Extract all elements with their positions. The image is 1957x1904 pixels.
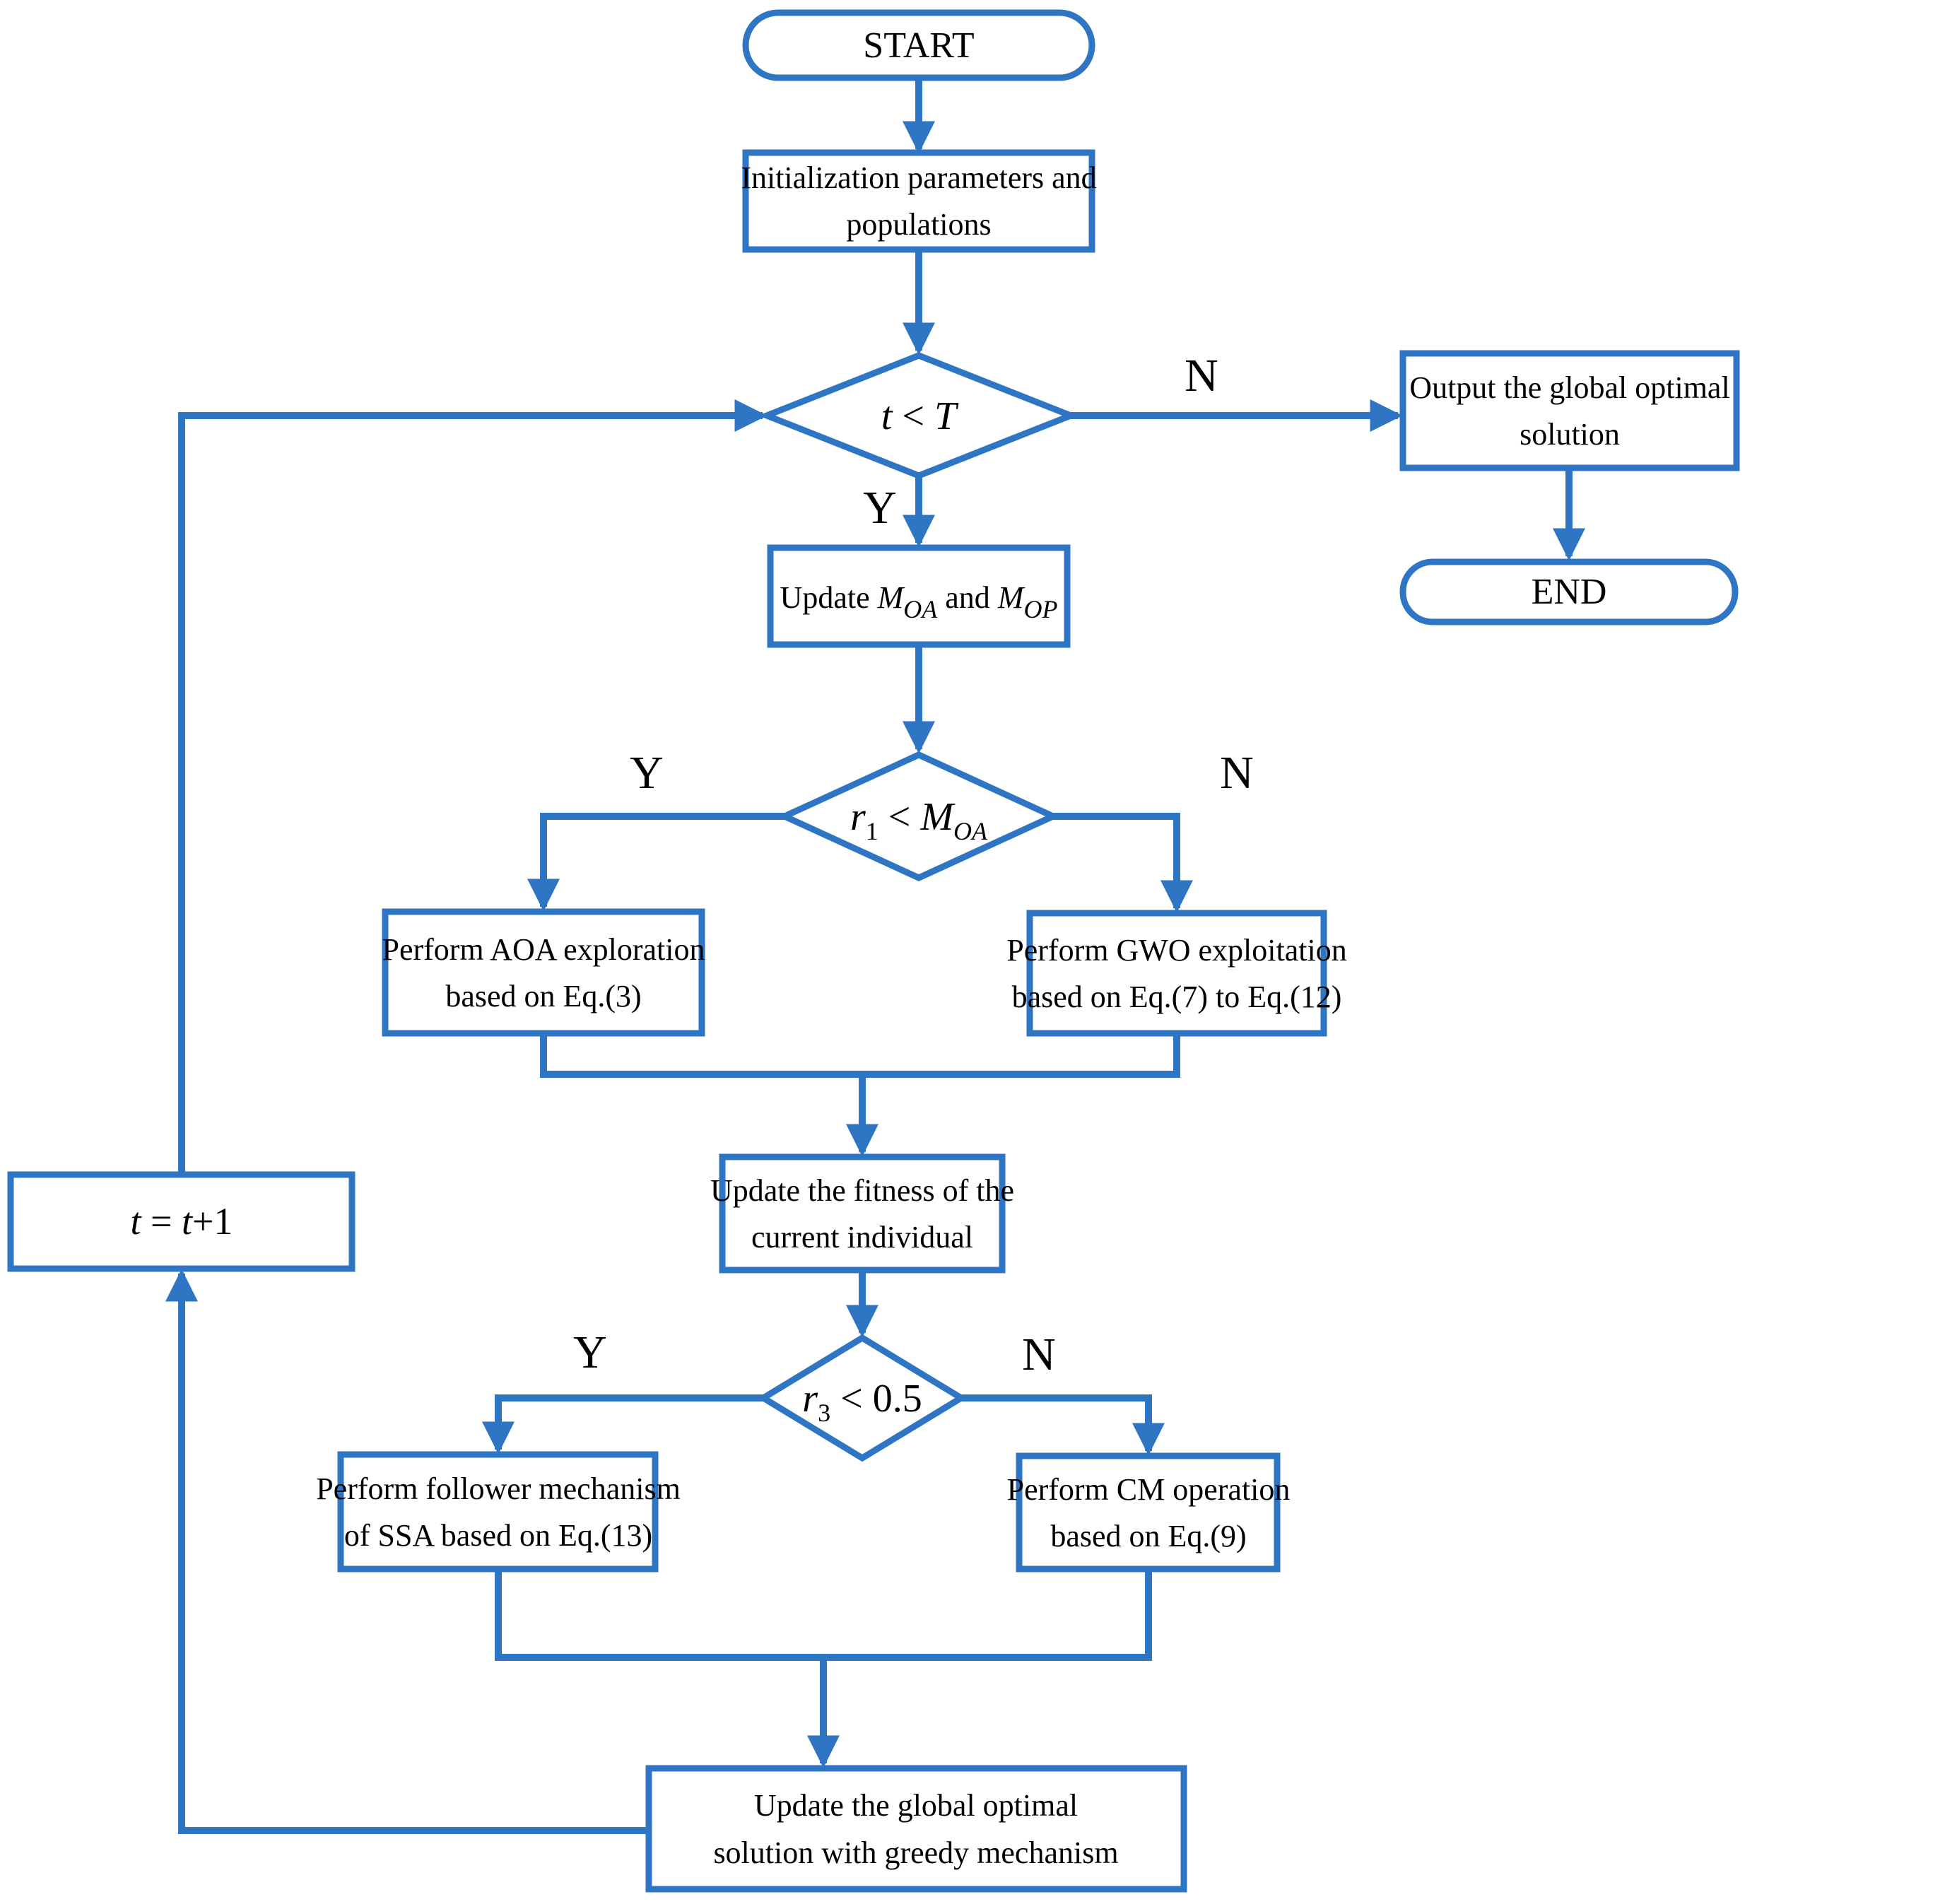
node-cond-r3: r3 < 0.5 [757, 1334, 968, 1462]
edge-cond-r1-yes-to-aoa [527, 813, 784, 912]
node-fitness: Update the fitness of the current indivi… [710, 1153, 1014, 1274]
branch-label-r1-yes: Y [630, 747, 664, 799]
t-inc-label: t = t+1 [131, 1200, 233, 1242]
greedy-process-shape [645, 1765, 1187, 1893]
edge-cond-r3-no-to-cm [961, 1394, 1165, 1456]
end-terminator-shape [1399, 558, 1739, 625]
branch-label-t-no: N [1185, 350, 1218, 401]
output-label-line1: Output the global optimal [1409, 370, 1729, 405]
node-greedy: Update the global optimal solution with … [645, 1765, 1187, 1893]
node-gwo: Perform GWO exploitation based on Eq.(7)… [1006, 910, 1347, 1037]
node-aoa: Perform AOA exploration based on Eq.(3) [382, 908, 705, 1037]
edge-t-inc-to-cond-t [178, 399, 768, 1175]
aoa-label-line2: based on Eq.(3) [445, 979, 641, 1013]
update-m-label: Update MOA and MOP [780, 580, 1058, 623]
gwo-process-shape [1026, 910, 1327, 1037]
cond-t-label: t < T [881, 394, 959, 438]
ssa-label-line2: of SSA based on Eq.(13) [344, 1518, 652, 1553]
aoa-process-shape [382, 908, 705, 1037]
start-label: START [863, 25, 974, 66]
branch-label-r3-no: N [1022, 1329, 1056, 1380]
cond-r3-decision-shape [757, 1334, 968, 1462]
fitness-label-line2: current individual [751, 1220, 973, 1254]
cond-t-decision-shape [758, 352, 1080, 479]
greedy-label-line2: solution with greedy mechanism [713, 1835, 1118, 1870]
edge-merge-ssa-cm [495, 1569, 1152, 1661]
gwo-label-line2: based on Eq.(7) to Eq.(12) [1012, 980, 1342, 1014]
node-update-m: Update MOA and MOP [767, 544, 1071, 648]
output-label-line2: solution [1520, 417, 1620, 452]
start-terminator-shape [742, 9, 1095, 81]
branch-label-r1-no: N [1220, 747, 1254, 799]
edge-greedy-to-t-inc [165, 1269, 649, 1834]
greedy-label-line1: Update the global optimal [754, 1788, 1078, 1823]
cond-r1-label: r1 < MOA [850, 795, 988, 845]
node-output: Output the global optimal solution [1399, 350, 1740, 471]
branch-label-t-yes: Y [863, 482, 897, 534]
init-process-shape [742, 149, 1095, 253]
edge-cond-r1-no-to-gwo [1053, 813, 1193, 913]
node-t-inc: t = t+1 [7, 1171, 355, 1272]
fitness-label-line1: Update the fitness of the [710, 1173, 1014, 1208]
cm-process-shape [1016, 1452, 1281, 1573]
branch-label-r3-yes: Y [573, 1327, 607, 1378]
node-ssa: Perform follower mechanism of SSA based … [316, 1451, 681, 1573]
node-cond-r1: r1 < MOA [777, 751, 1061, 881]
output-process-shape [1399, 350, 1740, 471]
cm-label-line2: based on Eq.(9) [1050, 1519, 1246, 1553]
gwo-label-line1: Perform GWO exploitation [1006, 933, 1346, 968]
t-inc-process-shape [7, 1171, 355, 1272]
edge-cond-r3-yes-to-ssa [482, 1394, 763, 1455]
node-start: START [742, 9, 1095, 81]
ssa-label-line1: Perform follower mechanism [316, 1471, 681, 1506]
cond-r3-label: r3 < 0.5 [802, 1377, 922, 1427]
init-label-line1: Initialization parameters and [741, 160, 1096, 195]
cm-label-line1: Perform CM operation [1007, 1472, 1291, 1507]
node-init: Initialization parameters and population… [741, 149, 1097, 253]
aoa-label-line1: Perform AOA exploration [382, 932, 705, 967]
node-cond-t: t < T [758, 352, 1080, 479]
update-m-process-shape [767, 544, 1071, 648]
ssa-process-shape [337, 1451, 659, 1573]
node-cm: Perform CM operation based on Eq.(9) [1007, 1452, 1291, 1573]
cond-r1-decision-shape [777, 751, 1061, 881]
fitness-process-shape [719, 1153, 1006, 1274]
node-end: END [1399, 558, 1739, 625]
end-label: END [1532, 572, 1607, 612]
edge-merge-aoa-gwo [540, 1033, 1180, 1078]
init-label-line2: populations [846, 207, 991, 242]
